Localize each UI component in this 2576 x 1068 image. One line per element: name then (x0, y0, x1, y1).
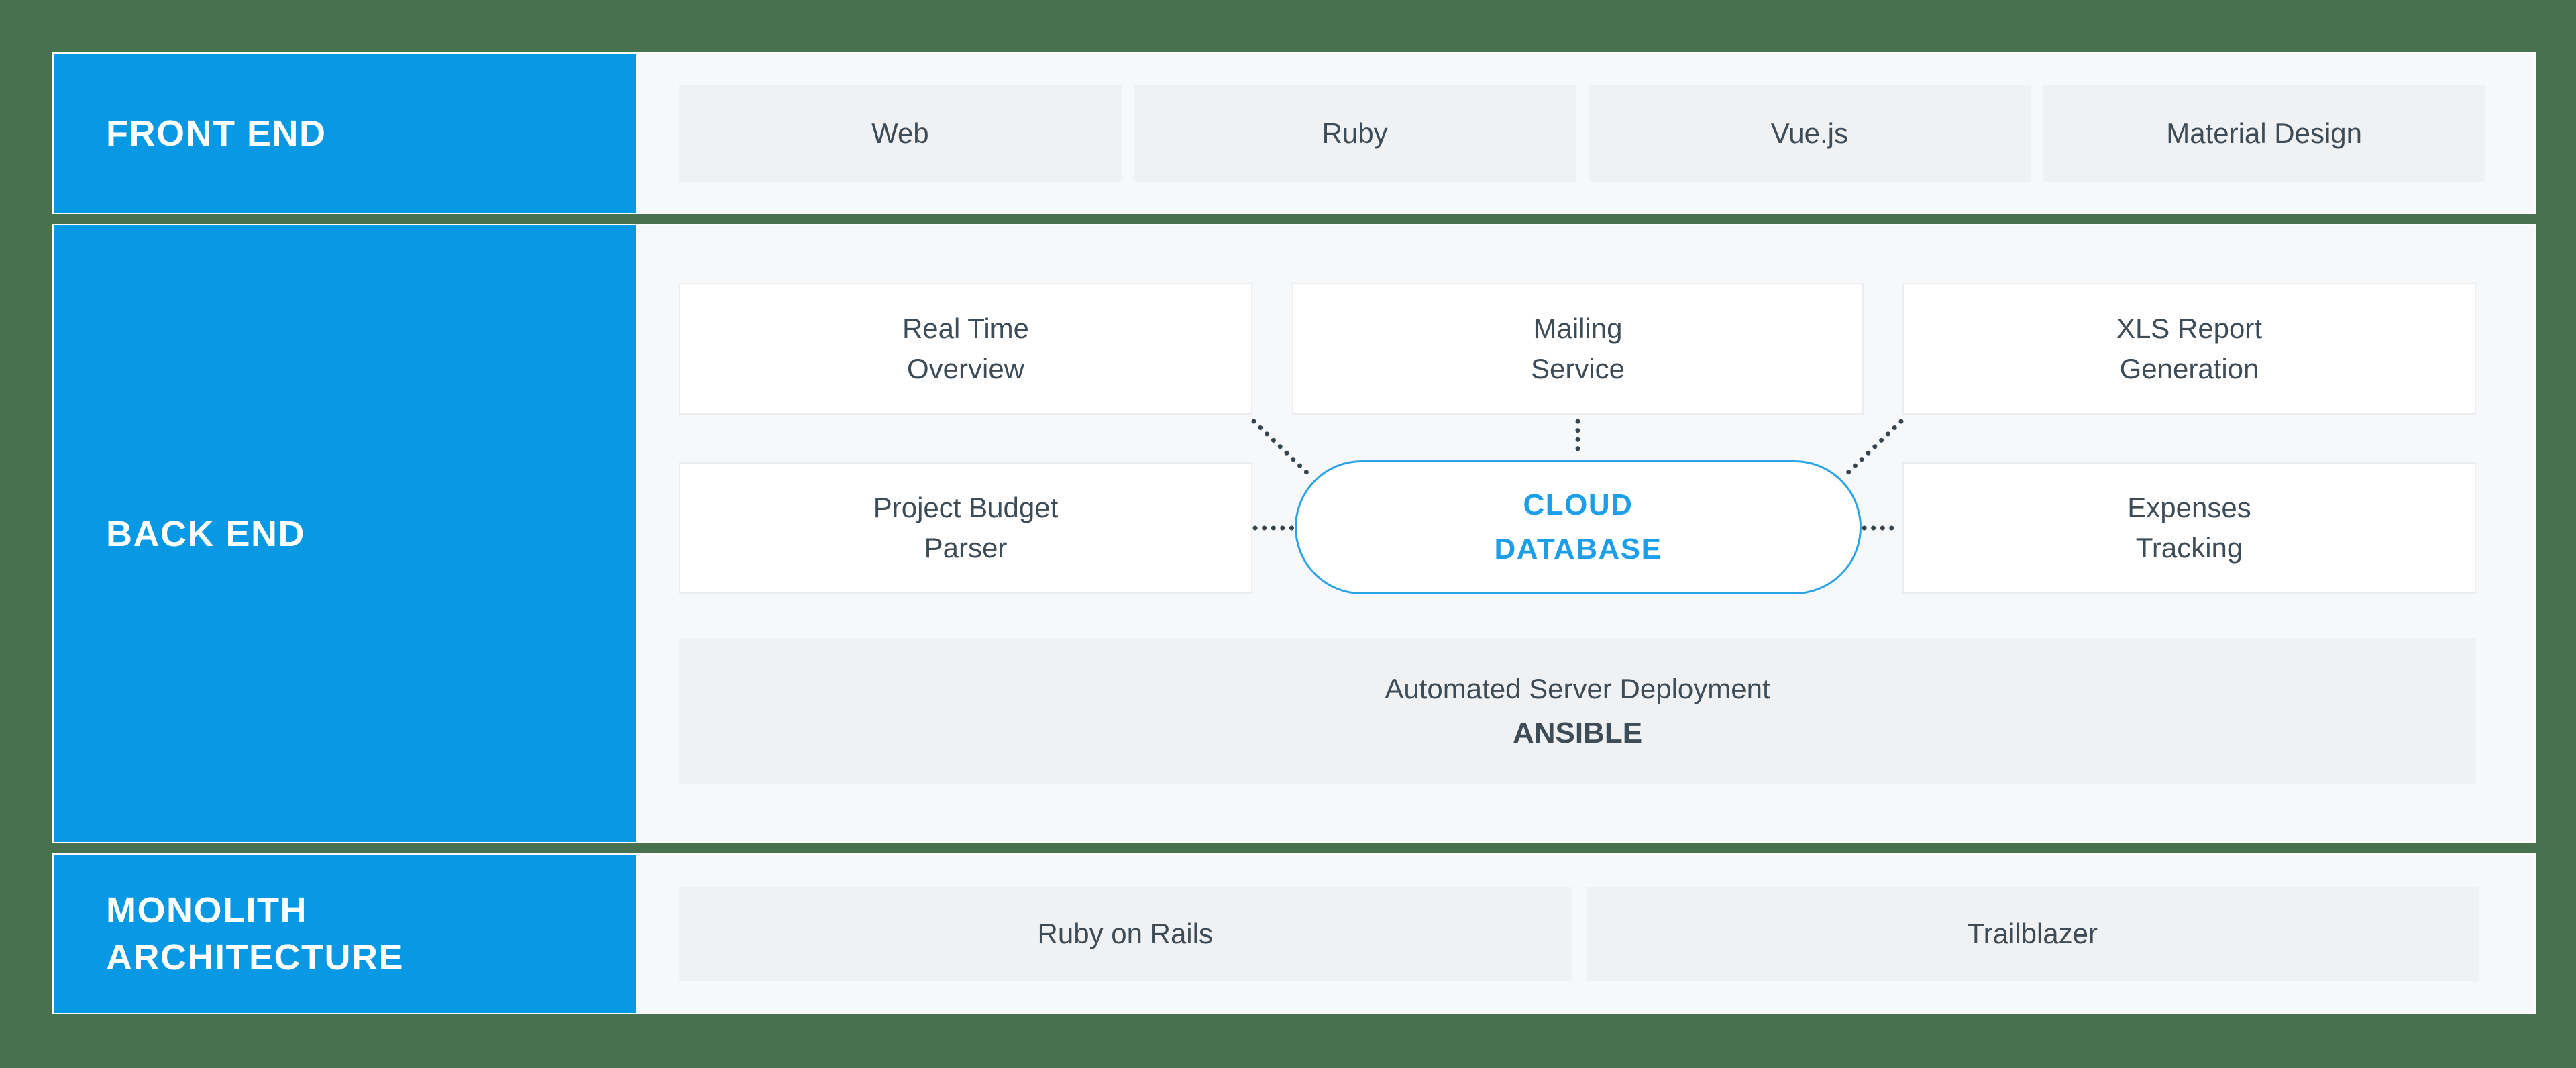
service-label-line: XLS Report (2116, 313, 2263, 344)
monolith-architecture-label: MONOLITH ARCHITECTURE (54, 855, 636, 1013)
front-end-item-material-design: Material Design (2043, 85, 2485, 182)
service-box-xls-report-generation: XLS Report Generation (1902, 283, 2476, 415)
monolith-item-trailblazer: Trailblazer (1586, 887, 2479, 981)
service-label-line: Real Time (902, 313, 1030, 344)
deployment-title: Automated Server Deployment (1385, 673, 1770, 704)
monolith-label-line2: ARCHITECTURE (106, 937, 404, 977)
monolith-content: Ruby on Rails Trailblazer (636, 855, 2534, 1013)
connector-realtime-to-cloud (1251, 419, 1313, 479)
front-end-item-vuejs: Vue.js (1588, 85, 2031, 182)
cloud-database-node: CLOUD DATABASE (1295, 460, 1862, 594)
front-end-item-label: Web (871, 117, 929, 149)
deployment-tool-name: ANSIBLE (1512, 716, 1643, 749)
front-end-content: Web Ruby Vue.js Material Design (636, 54, 2534, 213)
service-box-project-budget-parser: Project Budget Parser (679, 462, 1252, 594)
deployment-box-ansible: Automated Server Deployment ANSIBLE (679, 638, 2476, 784)
service-label-line: Expenses (2127, 492, 2251, 523)
monolith-label-line1: MONOLITH (106, 890, 307, 930)
front-end-label-text: FRONT END (106, 113, 327, 154)
service-label-line: Overview (906, 353, 1025, 384)
back-end-label-text: BACK END (106, 513, 306, 554)
back-end-content: Real Time Overview Mailing Service XLS R… (636, 225, 2534, 842)
cloud-database-line: CLOUD (1523, 488, 1633, 521)
service-label-line: Project Budget (873, 492, 1059, 523)
cloud-database-line: DATABASE (1494, 533, 1662, 566)
front-end-row: FRONT END Web Ruby Vue.js Material Desig… (52, 52, 2536, 214)
service-box-mailing-service: Mailing Service (1292, 283, 1864, 415)
monolith-item-label: Ruby on Rails (1037, 918, 1213, 949)
front-end-item-label: Vue.js (1770, 117, 1848, 149)
front-end-item-ruby: Ruby (1133, 85, 1576, 182)
back-end-row: BACK END Real Time Overview Mailing Serv… (52, 224, 2536, 843)
service-label-line: Mailing (1533, 313, 1623, 344)
front-end-item-label: Material Design (2166, 117, 2363, 149)
monolith-item-ruby-on-rails: Ruby on Rails (679, 887, 1572, 981)
connector-xls-to-cloud (1841, 419, 1904, 479)
service-label-line: Service (1530, 353, 1625, 384)
service-box-expenses-tracking: Expenses Tracking (1902, 462, 2476, 594)
monolith-architecture-row: MONOLITH ARCHITECTURE Ruby on Rails Trai… (52, 853, 2536, 1014)
service-label-line: Parser (924, 532, 1008, 564)
service-box-real-time-overview: Real Time Overview (679, 283, 1252, 415)
service-label-line: Tracking (2135, 532, 2243, 564)
service-label-line: Generation (2119, 353, 2259, 384)
front-end-item-web: Web (679, 85, 1122, 182)
connector-layer (1251, 419, 1904, 531)
back-end-label: BACK END (54, 225, 636, 842)
monolith-item-label: Trailblazer (1967, 918, 2098, 949)
front-end-item-label: Ruby (1322, 117, 1388, 149)
front-end-label: FRONT END (54, 54, 636, 213)
